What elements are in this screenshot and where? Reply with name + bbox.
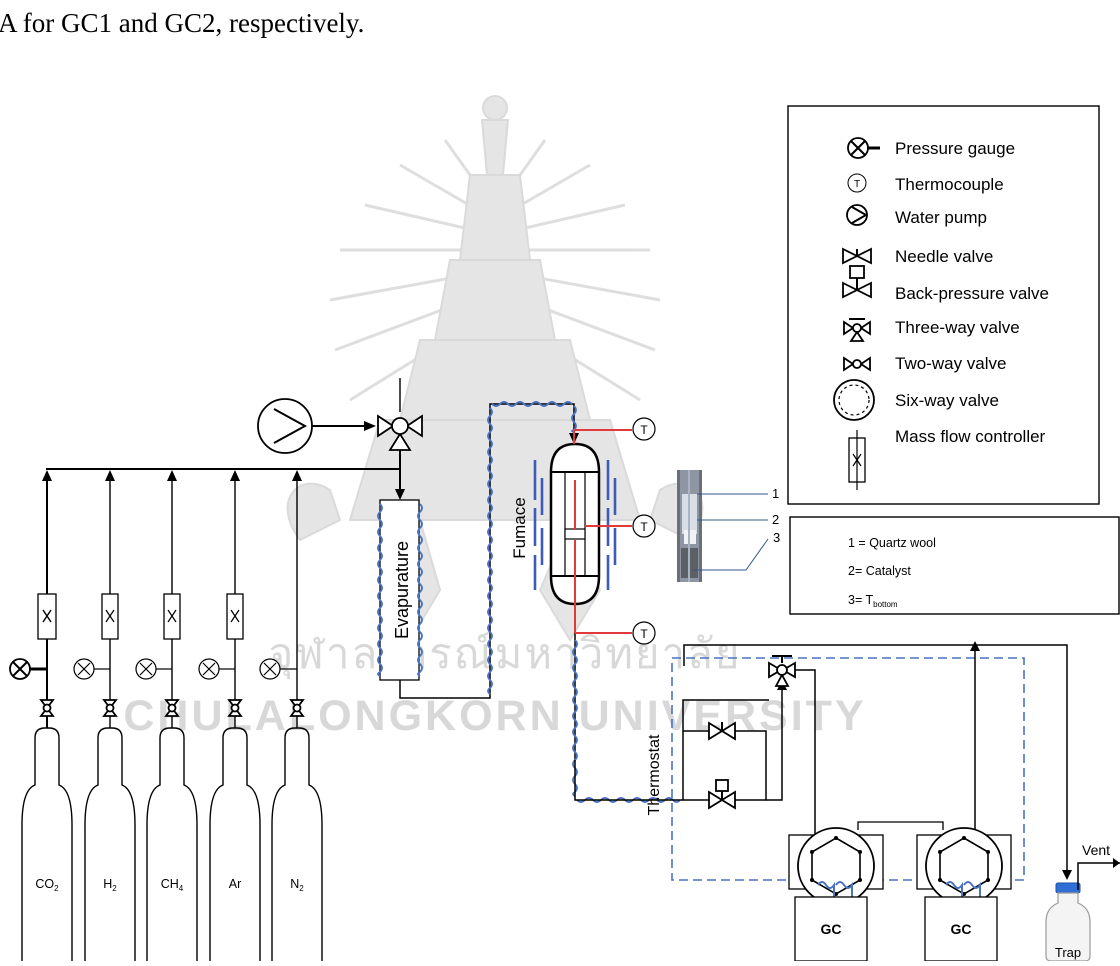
cylinder-label-ch4: CH4 <box>161 877 184 893</box>
vent-label: Vent <box>1082 842 1110 858</box>
cylinder-label-ar: Ar <box>229 877 242 891</box>
gc-left-label: GC <box>821 921 842 937</box>
six-way-valve-right <box>917 828 1011 904</box>
reactor-key-catalyst: 2= Catalyst <box>848 564 911 578</box>
gas-feed-line-ch4 <box>136 470 180 728</box>
six-way-valve-left <box>789 828 883 904</box>
reactor-callouts: 1 2 3 <box>693 486 780 570</box>
cylinder-label-h2: H2 <box>103 877 117 893</box>
legend-label-mass-flow-controller: Mass flow controller <box>895 427 1046 446</box>
legend-label-back-pressure-valve: Back-pressure valve <box>895 284 1049 303</box>
gc-unit-right: GC <box>925 897 997 961</box>
evaporator-label: Evapurature <box>392 541 412 639</box>
legend-label-needle-valve: Needle valve <box>895 247 993 266</box>
gas-cylinders: CO2 H2 CH4 Ar N2 <box>22 728 322 961</box>
gas-cylinder-n2: N2 <box>272 728 322 961</box>
legend-label-thermocouple: Thermocouple <box>895 175 1004 194</box>
vent-outlet: Vent <box>1078 842 1120 890</box>
gas-feed-line-co2 <box>10 470 56 728</box>
trap-label: Trap <box>1055 945 1081 960</box>
legend-label-six-way-valve: Six-way valve <box>895 391 999 410</box>
legend-label-pressure-gauge: Pressure gauge <box>895 139 1015 158</box>
gc-right-label: GC <box>951 921 972 937</box>
reactor-key-t-subscript: bottom <box>873 600 898 609</box>
reactor-key-panel: 1 = Quartz wool 2= Catalyst 3= Tbottom <box>790 517 1119 614</box>
legend-label-three-way-valve: Three-way valve <box>895 318 1020 337</box>
back-pressure-valve <box>709 780 735 808</box>
furnace-label: Fumace <box>510 497 529 558</box>
needle-valve-icon <box>843 249 871 263</box>
gc-unit-left: GC <box>795 897 867 961</box>
thermocouple-icon: T <box>848 174 866 192</box>
gas-cylinder-h2: H2 <box>85 728 135 961</box>
water-pump-icon <box>847 205 867 225</box>
cylinder-label-co2: CO2 <box>35 877 59 893</box>
gas-feed-line-h2 <box>74 470 118 728</box>
reactor-tube-photo <box>677 470 702 582</box>
thermostat-label: Thermostat <box>646 734 663 815</box>
pressure-gauge-icon <box>848 138 880 158</box>
six-way-valve-icon <box>834 380 874 420</box>
watermark-thai-text: จุฬาลงกรณ์มหาวิทยาลัย <box>269 629 742 680</box>
reactor-key-quartz-wool: 1 = Quartz wool <box>848 536 936 550</box>
legend-label-water-pump: Water pump <box>895 208 987 227</box>
reactor-key-t-label: 3= T <box>848 593 873 607</box>
two-way-valve-icon <box>844 358 870 370</box>
thermocouple-middle-symbol: T <box>640 520 648 534</box>
thermocouple-top-symbol: T <box>640 423 648 437</box>
thermocouple-bottom-symbol: T <box>640 627 648 641</box>
evaporator-unit: Evapurature <box>378 500 422 680</box>
trap-bottle: Trap <box>1046 883 1090 961</box>
gas-cylinder-ch4: CH4 <box>147 728 197 961</box>
three-way-valve-icon <box>844 319 870 341</box>
legend-panel: T <box>788 106 1099 504</box>
gas-feed-line-n2 <box>260 470 303 728</box>
thermocouple-middle: T <box>633 515 655 537</box>
gas-cylinder-co2: CO2 <box>22 728 72 961</box>
back-pressure-valve-icon <box>843 266 871 297</box>
legend-label-two-way-valve: Two-way valve <box>895 354 1006 373</box>
callout-number-2: 2 <box>772 512 779 527</box>
water-pump <box>258 399 376 453</box>
mass-flow-controller-icon <box>849 430 865 490</box>
thermocouple-symbol: T <box>854 179 860 190</box>
header-text: A for GC1 and GC2, respectively. <box>0 8 364 39</box>
six-way-valve-link <box>858 822 943 830</box>
thermocouple-top: T <box>633 418 655 440</box>
cylinder-label-n2: N2 <box>290 877 304 893</box>
thermocouple-bottom: T <box>633 622 655 644</box>
reactor-key-t-bottom: 3= Tbottom <box>848 593 898 609</box>
gas-feed-line-ar <box>199 470 243 728</box>
gas-cylinder-ar: Ar <box>210 728 260 961</box>
callout-number-1: 1 <box>772 486 779 501</box>
reactor-key-border <box>790 517 1119 614</box>
callout-number-3: 3 <box>773 530 780 545</box>
